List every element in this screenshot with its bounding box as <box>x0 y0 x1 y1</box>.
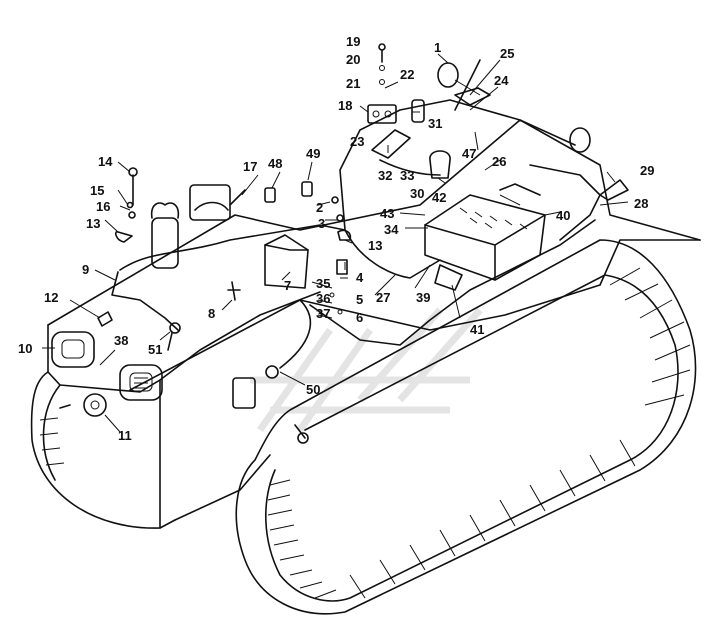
callout-35: 35 <box>316 276 330 291</box>
callout-31: 31 <box>428 116 442 131</box>
callout-14: 14 <box>98 154 113 169</box>
callout-13-right: 13 <box>368 238 382 253</box>
callout-19: 19 <box>346 34 360 49</box>
callout-13-left: 13 <box>86 216 100 231</box>
callout-4: 4 <box>356 270 364 285</box>
callout-30: 30 <box>410 186 424 201</box>
controller-17 <box>189 184 246 221</box>
machine-body-outline <box>30 119 701 529</box>
callout-39: 39 <box>416 290 430 305</box>
callout-28: 28 <box>634 196 648 211</box>
callout-26: 26 <box>492 154 506 169</box>
callout-51: 51 <box>148 342 162 357</box>
callout-23: 23 <box>350 134 364 149</box>
callout-27: 27 <box>376 290 390 305</box>
callout-50: 50 <box>306 382 320 397</box>
callout-24: 24 <box>494 73 509 88</box>
callout-6: 6 <box>356 310 363 325</box>
callout-7: 7 <box>284 278 291 293</box>
callout-9: 9 <box>82 262 89 277</box>
callout-48: 48 <box>268 156 282 171</box>
callout-37: 37 <box>316 306 330 321</box>
callout-40: 40 <box>556 208 570 223</box>
callout-34: 34 <box>384 222 399 237</box>
rear-lamps <box>51 331 163 401</box>
crawler-track <box>39 239 697 615</box>
callout-18: 18 <box>338 98 352 113</box>
callout-47: 47 <box>462 146 476 161</box>
callout-43: 43 <box>380 206 394 221</box>
callout-1: 1 <box>434 40 441 55</box>
callout-2: 2 <box>316 200 323 215</box>
horn-11 <box>59 393 107 417</box>
callout-21: 21 <box>346 76 360 91</box>
callout-41: 41 <box>470 322 484 337</box>
callout-29: 29 <box>640 163 654 178</box>
callout-8: 8 <box>208 306 215 321</box>
callout-25: 25 <box>500 46 514 61</box>
callout-22: 22 <box>400 67 414 82</box>
callout-11: 11 <box>118 428 132 443</box>
callout-labels: 1 2 3 4 5 6 7 8 9 10 11 12 13 13 14 15 1… <box>18 34 654 443</box>
callout-20: 20 <box>346 52 360 67</box>
battery-components <box>114 167 180 269</box>
front-components <box>367 62 629 291</box>
callout-16: 16 <box>96 199 110 214</box>
leader-lines <box>42 53 629 433</box>
callout-10: 10 <box>18 341 32 356</box>
callout-5: 5 <box>356 292 363 307</box>
callout-42: 42 <box>432 190 446 205</box>
callout-33: 33 <box>400 168 414 183</box>
callout-3: 3 <box>318 216 325 231</box>
callout-36: 36 <box>316 291 330 306</box>
callout-32: 32 <box>378 168 392 183</box>
callout-17: 17 <box>243 159 257 174</box>
small-parts <box>97 43 386 444</box>
watermark <box>250 307 483 433</box>
callout-49: 49 <box>306 146 320 161</box>
callout-15: 15 <box>90 183 104 198</box>
callout-12: 12 <box>44 290 58 305</box>
callout-38: 38 <box>114 333 128 348</box>
bracket-7 <box>264 234 309 289</box>
